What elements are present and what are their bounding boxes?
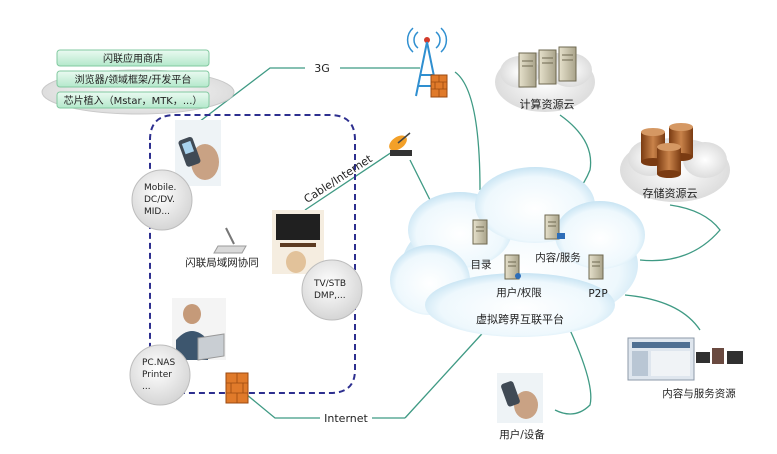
- pc-node-circle: [129, 344, 191, 406]
- server-icon-content: [544, 214, 565, 240]
- line-user-device: [554, 329, 592, 415]
- mobile-photo: [175, 120, 221, 186]
- app-store-box: [56, 49, 210, 67]
- browser-framework-box: [56, 70, 210, 88]
- pc-node-line-1: PC.NAS: [142, 358, 175, 368]
- storage-cloud-label: 存储资源云: [643, 186, 698, 200]
- pc-node-line-3: ...: [142, 382, 151, 392]
- mobile-node-circle: [131, 169, 193, 231]
- line-content-resources: [624, 294, 701, 331]
- platform-cloud-label: 虚拟跨界互联平台: [476, 312, 564, 326]
- line-internet-cloud: [404, 324, 491, 419]
- firewall-icon-top: [430, 74, 448, 98]
- line-tower-cloud: [454, 71, 481, 191]
- user-permission-label: 用户/权限: [496, 286, 542, 299]
- tv-node-line-1: TV/STB: [313, 279, 346, 289]
- platform-stack: 闪联应用商店 浏览器/领域框架/开发平台 芯片植入（Mstar，MTK，...）: [41, 49, 235, 115]
- chip-embed-label: 芯片植入（Mstar，MTK，...）: [64, 94, 203, 107]
- label-internet: Internet: [324, 412, 368, 425]
- mobile-node-line-1: Mobile.: [144, 183, 176, 193]
- line-3g-left: [194, 67, 305, 126]
- compute-cloud: 计算资源云: [495, 46, 595, 112]
- router-icon: [213, 227, 247, 254]
- lan-collab-label: 闪联局域网协同: [185, 256, 259, 269]
- cell-tower-icon: [406, 27, 448, 97]
- app-store-label: 闪联应用商店: [103, 52, 163, 65]
- firewall-icon-bottom: [225, 372, 249, 404]
- server-icon-user: [504, 254, 521, 280]
- content-resources-label: 内容与服务资源: [662, 387, 736, 400]
- mobile-node-line-2: DC/DV.: [144, 195, 175, 205]
- browser-framework-label: 浏览器/领域框架/开发平台: [75, 73, 192, 86]
- line-cable-internet: [304, 149, 396, 211]
- tv-node-line-2: DMP,...: [314, 291, 346, 301]
- line-dish-cloud: [409, 159, 431, 201]
- pc-user-photo: [172, 298, 226, 361]
- mobile-node-line-3: MID...: [144, 207, 170, 217]
- directory-label: 目录: [471, 259, 492, 271]
- label-3g: 3G: [314, 62, 330, 75]
- compute-cloud-label: 计算资源云: [520, 97, 575, 111]
- storage-cloud: 存储资源云: [620, 123, 730, 202]
- server-icon-directory: [472, 219, 488, 245]
- user-device-label: 用户/设备: [499, 428, 545, 441]
- database-icon: [641, 123, 693, 178]
- server-icon-p2p: [588, 254, 604, 280]
- label-cable-internet: Cable/Internet: [302, 152, 376, 206]
- content-service-label: 内容/服务: [535, 251, 581, 264]
- server-rack-icon: [518, 46, 577, 88]
- satellite-dish-icon: [389, 132, 412, 156]
- platform-cloud: 目录 内容/服务 用户/权限 P2P 虚拟跨界互联平台: [390, 167, 645, 337]
- pc-node-line-2: Printer: [142, 370, 172, 380]
- chip-embed-box: [56, 91, 210, 109]
- tv-photo: [272, 210, 324, 274]
- line-storage-cloud: [639, 204, 721, 262]
- user-device-photo: [497, 373, 543, 423]
- p2p-label: P2P: [588, 288, 607, 300]
- content-resources-collage: [627, 337, 743, 381]
- tv-node-circle: [301, 259, 363, 321]
